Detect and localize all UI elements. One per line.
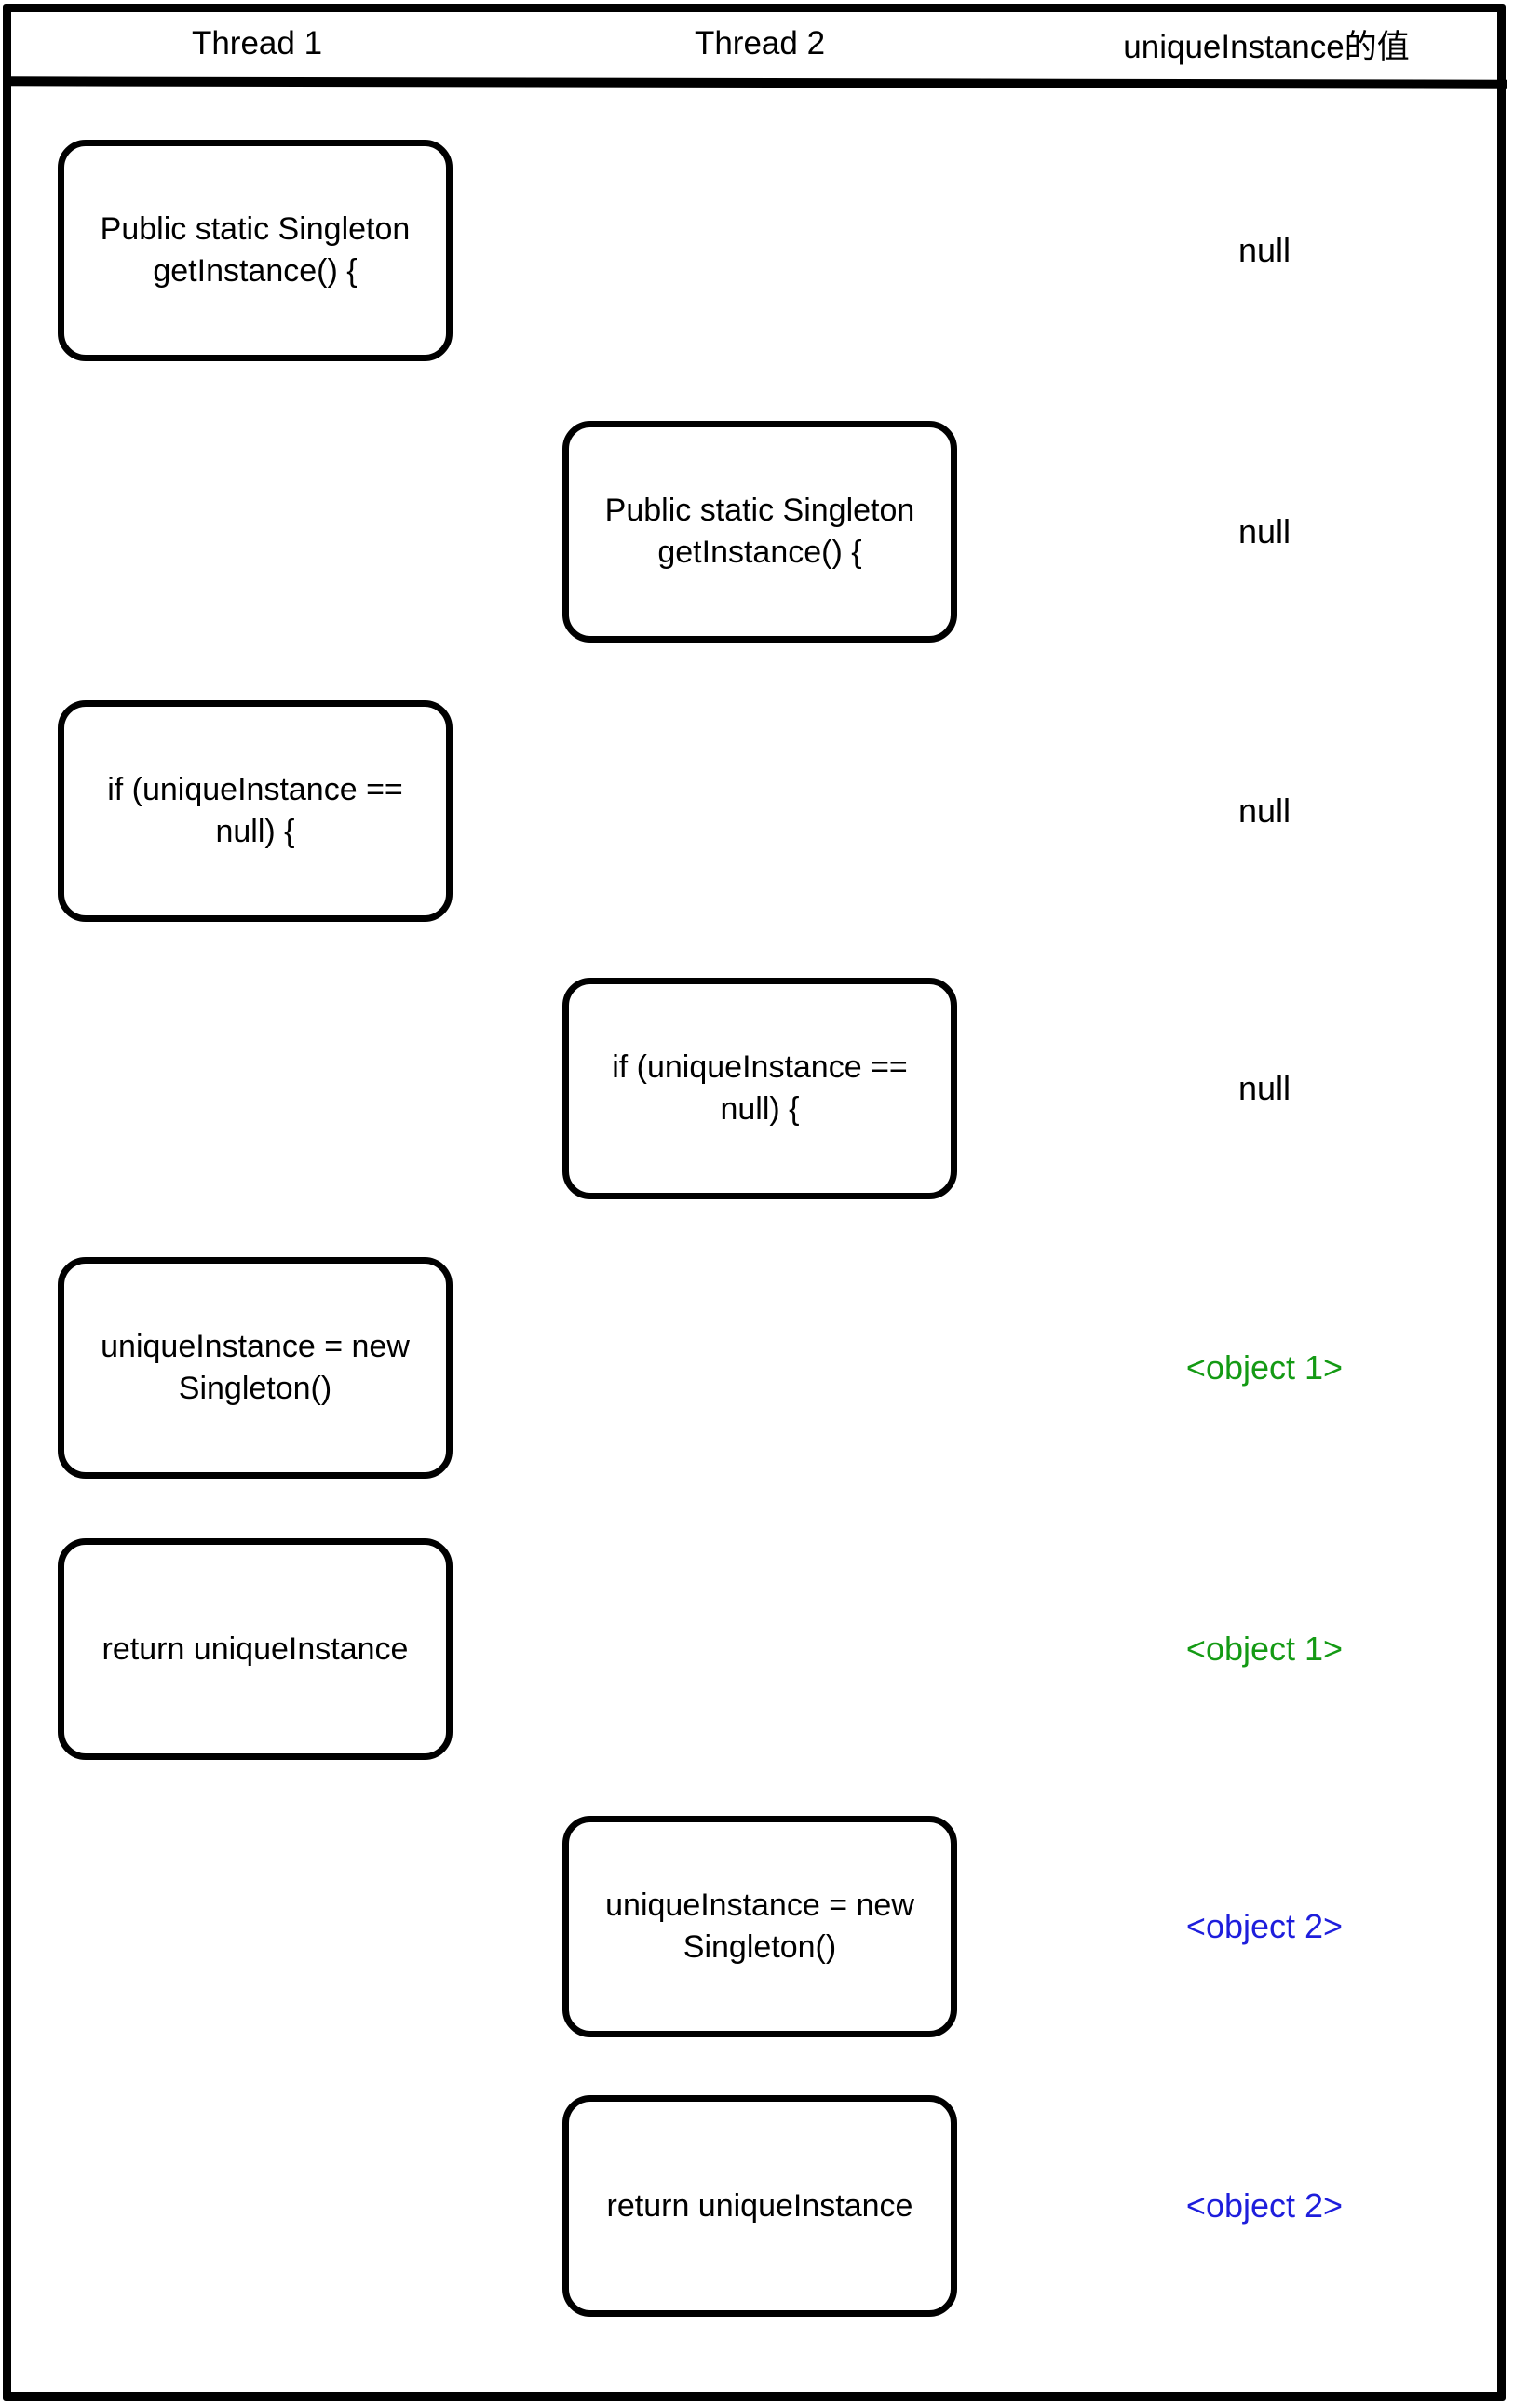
value-cell-row4: null — [1237, 1069, 1291, 1107]
value-cell-row3: null — [1237, 791, 1291, 830]
value-cell-row8: <object 2> — [1185, 2186, 1344, 2225]
step-box-thread2-new-singleton: uniqueInstance = new Singleton() — [562, 1816, 957, 2037]
value-cell-row2: null — [1237, 512, 1291, 550]
column-header-thread2: Thread 2 — [694, 25, 826, 61]
value-cell-row5: <object 1> — [1185, 1348, 1344, 1387]
step-box-thread2-return: return uniqueInstance — [562, 2095, 957, 2317]
step-box-thread1-new-singleton: uniqueInstance = new Singleton() — [58, 1257, 453, 1479]
value-cell-row7: <object 2> — [1185, 1907, 1344, 1945]
outer-border — [3, 4, 1506, 2401]
step-box-thread2-getinstance: Public static Singleton getInstance() { — [562, 421, 957, 643]
step-box-thread2-if-null: if (uniqueInstance == null) { — [562, 978, 957, 1199]
step-box-thread1-if-null: if (uniqueInstance == null) { — [58, 700, 453, 922]
value-cell-row1: null — [1237, 231, 1291, 269]
step-box-thread1-getinstance: Public static Singleton getInstance() { — [58, 140, 453, 361]
column-header-uniqueinstance-value: uniqueInstance的值 — [1123, 28, 1410, 65]
value-cell-row6: <object 1> — [1185, 1630, 1344, 1668]
column-header-thread1: Thread 1 — [191, 25, 323, 61]
step-box-thread1-return: return uniqueInstance — [58, 1538, 453, 1760]
